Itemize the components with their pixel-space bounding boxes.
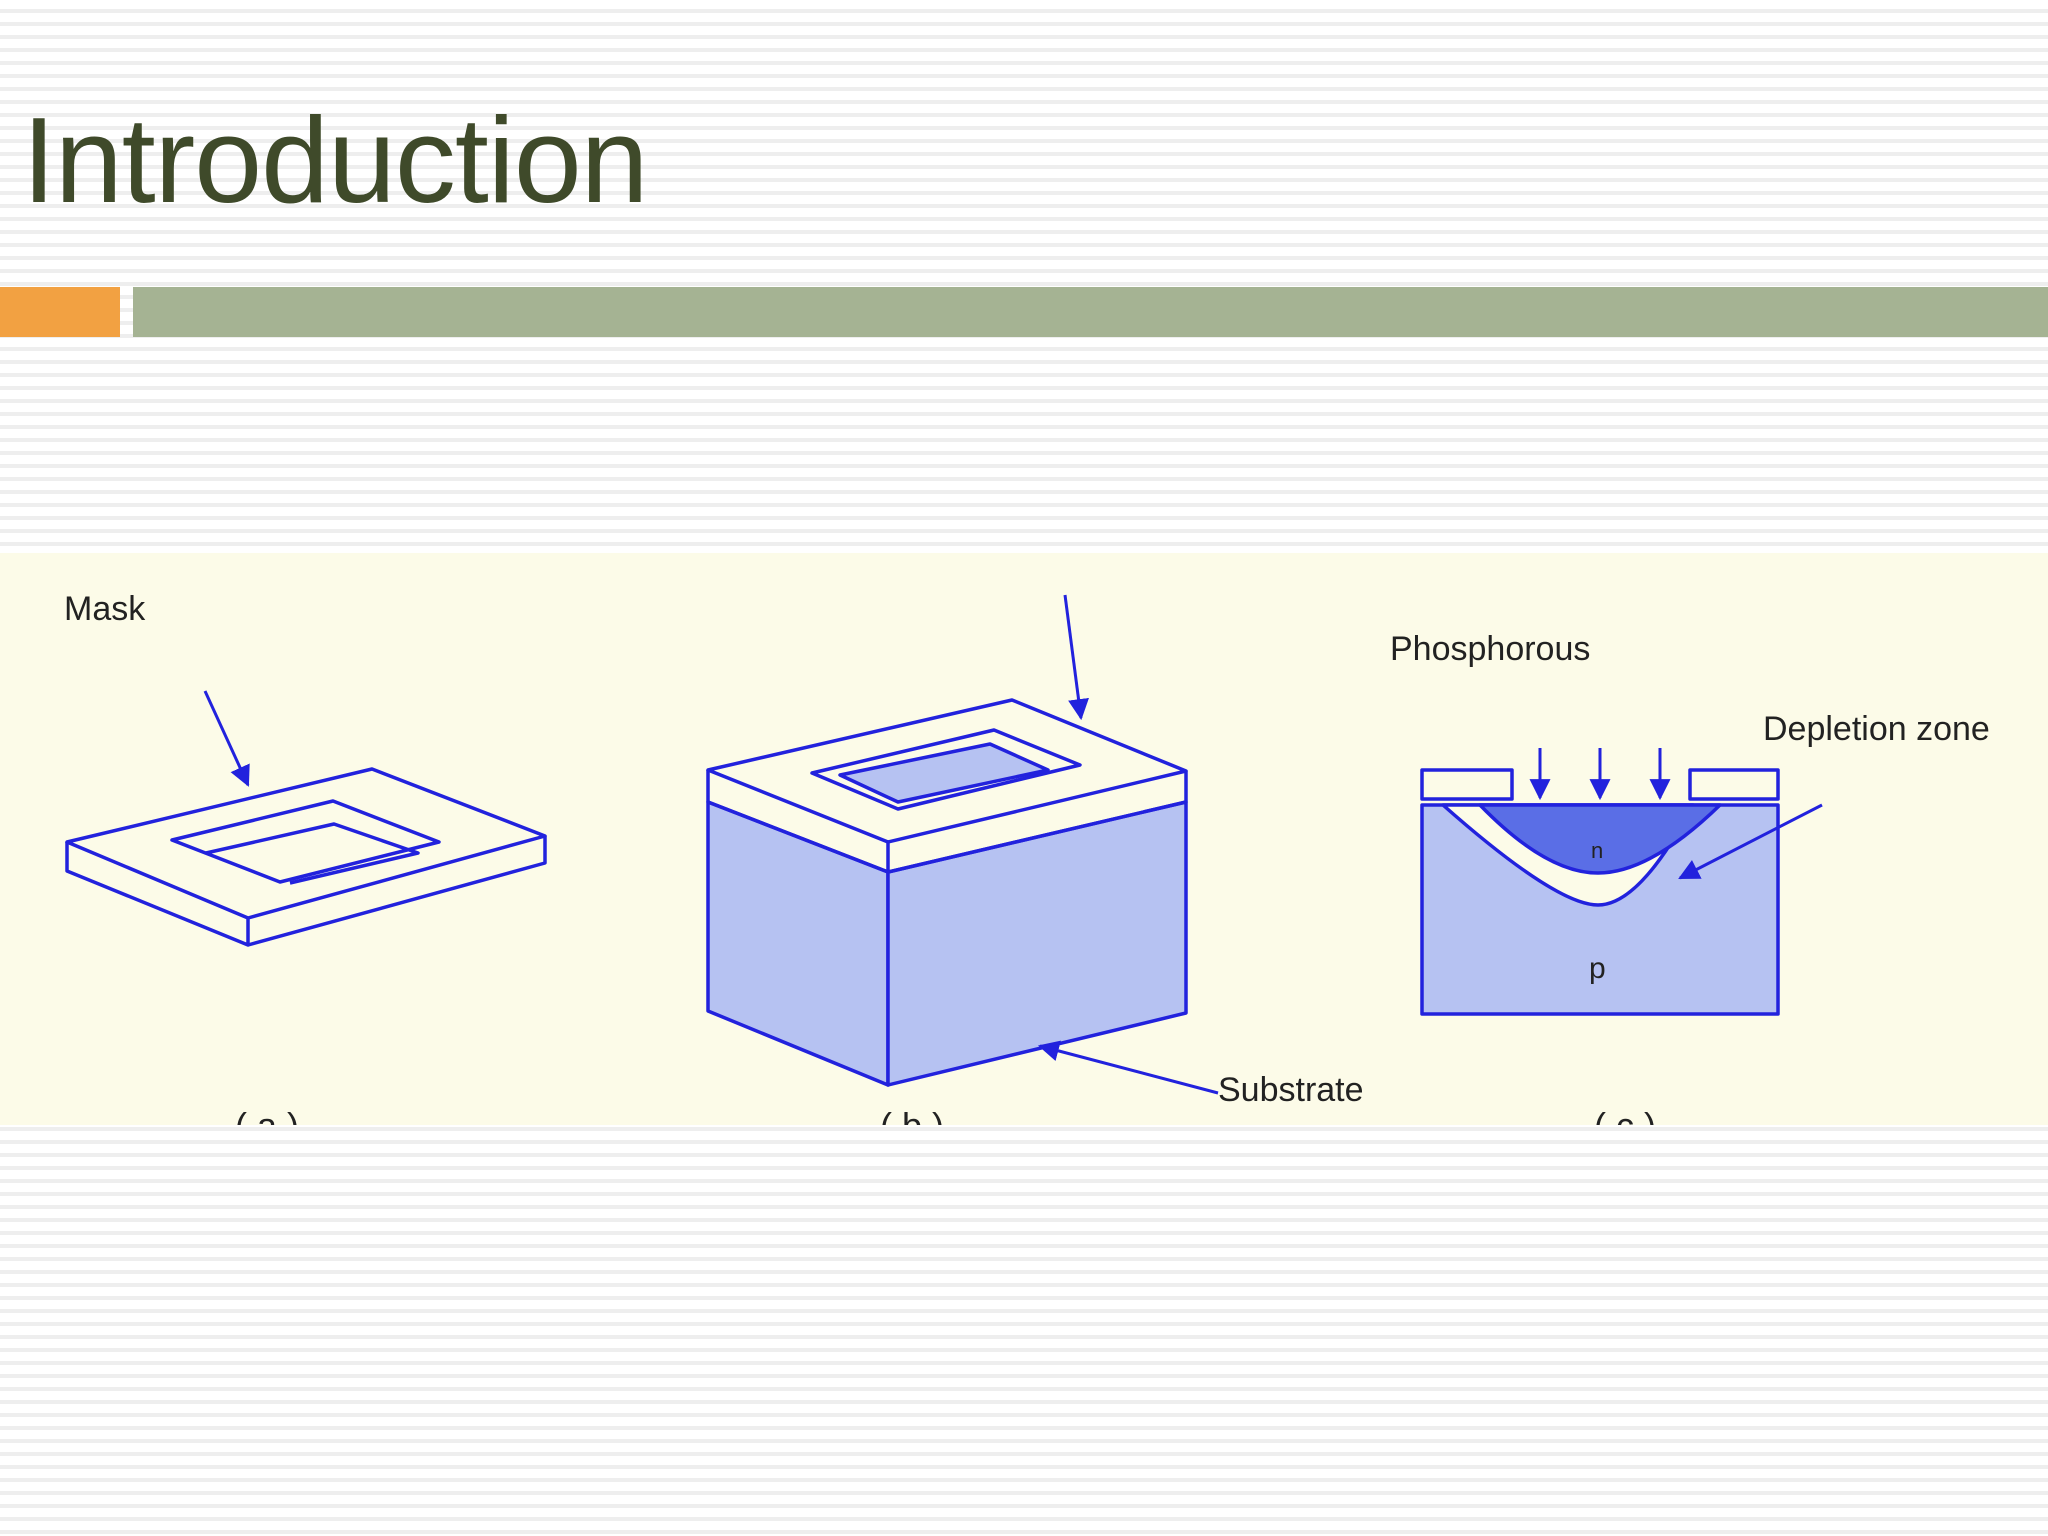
slide-title: Introduction xyxy=(22,92,649,228)
mask-arrow xyxy=(203,690,250,787)
substrate-label: Substrate xyxy=(1218,1071,1364,1109)
depletion-zone-label: Depletion zone xyxy=(1763,710,1990,748)
mask-b-arrow xyxy=(1063,594,1089,721)
title-accent-green-bar xyxy=(133,287,2048,337)
substrate-right-face xyxy=(886,800,1188,1087)
diffusion-cross-section-diagram xyxy=(1420,768,1780,1016)
caption-b: ( b ) xyxy=(880,1105,944,1125)
mask-opening-rim xyxy=(810,728,1082,811)
mask-opening-exposed xyxy=(838,742,1050,804)
diffusion-figure: Mask Phosphorous Depletion zone Substrat… xyxy=(64,590,1990,1125)
mask-layer-left-face xyxy=(706,770,890,874)
caption-a: ( a ) xyxy=(235,1105,299,1125)
mask-right-block xyxy=(1688,768,1780,801)
substrate-block-diagram xyxy=(706,698,1188,1087)
mask-front-left-face xyxy=(65,842,250,947)
mask-label: Mask xyxy=(64,590,146,628)
n-region xyxy=(1478,803,1722,875)
mask-left-block xyxy=(1420,768,1514,801)
phosphorous-label: Phosphorous xyxy=(1390,630,1590,668)
caption-c: ( c ) xyxy=(1594,1105,1656,1125)
depletion-zone-arrow xyxy=(1678,803,1823,880)
title-accent-orange-bar xyxy=(0,287,120,337)
mask-window-inner xyxy=(205,822,420,885)
p-region-label: p xyxy=(1589,952,1606,985)
mask-diagram xyxy=(65,767,547,947)
figure-panel: Mask Phosphorous Depletion zone Substrat… xyxy=(0,553,2048,1125)
mask-window-outer xyxy=(170,799,441,884)
substrate-left-face xyxy=(706,800,890,1087)
n-region-label: n xyxy=(1591,838,1603,863)
mask-outer-top xyxy=(65,767,547,920)
substrate-arrow xyxy=(1037,1040,1219,1095)
mask-front-right-face xyxy=(247,836,547,947)
mask-layer-right-face xyxy=(887,771,1188,874)
